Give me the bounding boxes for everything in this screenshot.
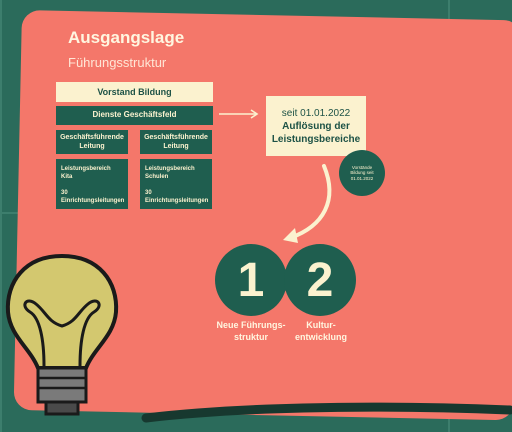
org-board-label: Vorstand Bildung — [97, 87, 172, 97]
info-box: seit 01.01.2022 Auflösung der Leistungsb… — [266, 96, 366, 156]
org-board-box: Vorstand Bildung — [56, 82, 213, 102]
org-service-box: Dienste Geschäftsfeld — [56, 106, 213, 125]
org-service-label: Dienste Geschäftsfeld — [92, 110, 177, 120]
org-area-box: Leistungsbereich Kita 30 Einrichtungslei… — [56, 159, 128, 209]
org-area-line: 30 — [145, 190, 152, 197]
step-number: 1 — [237, 253, 265, 307]
lightbulb-icon — [5, 253, 119, 416]
org-area-line: Leistungsbereich — [145, 166, 195, 172]
badge-line: Vorstände — [351, 164, 373, 170]
org-area-line: Kita — [61, 174, 73, 181]
step-circle: 2 — [284, 244, 356, 316]
step-label-line: Kultur- — [306, 320, 336, 330]
org-manager-box: Geschäftsführende Leitung — [56, 130, 128, 154]
badge-line: 01.01.2022 — [350, 175, 374, 181]
org-area-line: 30 — [61, 190, 68, 197]
info-line: Leistungsbereiche — [271, 133, 361, 145]
curved-arrow-icon — [283, 164, 332, 243]
org-area-line: Einrichtungsleitungen — [145, 198, 209, 205]
step-label: Neue Führungs- struktur — [206, 320, 296, 343]
step-label-line: Neue Führungs- — [216, 320, 286, 330]
badge-line: Bildung seit — [350, 170, 374, 176]
date-badge: Vorstände Bildung seit 01.01.2022 — [339, 150, 385, 196]
page-subtitle: Führungsstruktur — [68, 55, 167, 70]
step-number: 2 — [306, 253, 334, 307]
arrow-right-icon — [219, 109, 259, 119]
org-area-line: Einrichtungsleitungen — [61, 198, 125, 205]
step-label-line: struktur — [233, 331, 268, 342]
org-manager-box: Geschäftsführende Leitung — [140, 130, 212, 154]
info-line: Auflösung der — [282, 120, 350, 132]
org-area-line: Leistungsbereich — [61, 166, 111, 172]
org-area-box: Leistungsbereich Schulen 30 Einrichtungs… — [140, 159, 212, 209]
decorative-stroke — [141, 402, 512, 423]
step-label: Kultur- entwicklung — [276, 320, 366, 343]
step-label-line: entwicklung — [294, 331, 347, 342]
page-title: Ausgangslage — [68, 28, 185, 47]
background-line — [0, 0, 2, 432]
org-manager-label: Geschäftsführende Leitung — [144, 133, 208, 150]
org-area-line: Schulen — [145, 174, 169, 181]
step-circle: 1 — [215, 244, 287, 316]
info-line: seit 01.01.2022 — [281, 107, 351, 119]
org-manager-label: Geschäftsführende Leitung — [60, 133, 124, 150]
